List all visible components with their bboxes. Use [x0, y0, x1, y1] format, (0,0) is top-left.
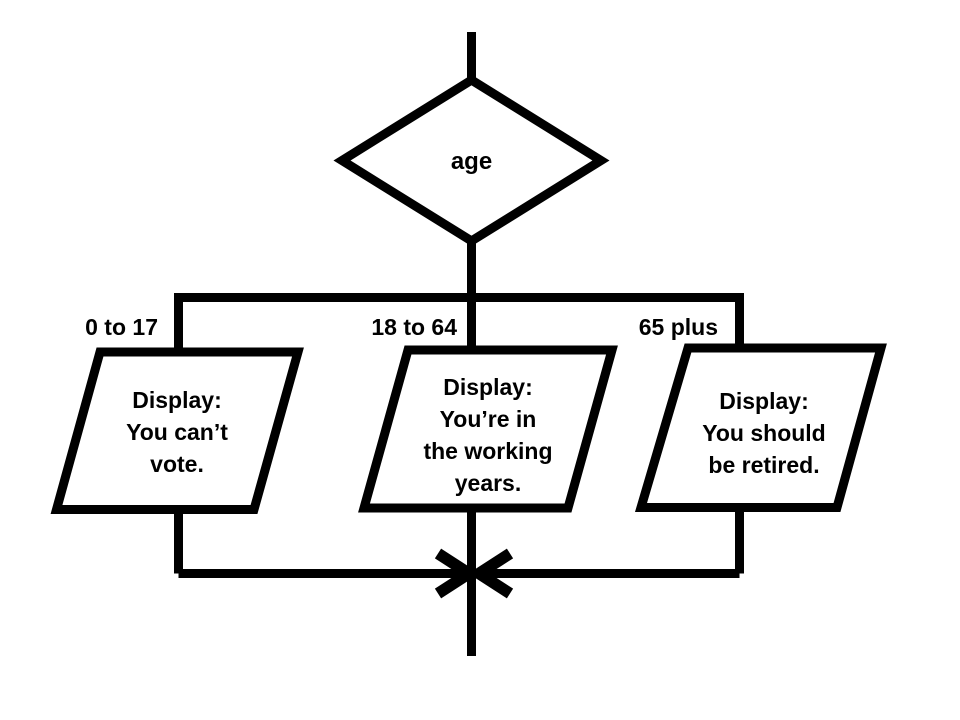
branch-label-0-to-17: 0 to 17: [85, 314, 158, 340]
merge-arrow-right-icon: [468, 548, 514, 599]
parallelogram-middle-shape: [358, 345, 618, 513]
branch-label-65-plus: 65 plus: [638, 314, 718, 340]
decision-label: age: [450, 148, 493, 175]
output-text-cant-vote: Display: You can’t vote.: [126, 387, 228, 477]
branch-rail: [174, 293, 744, 354]
parallelogram-left-shape: [50, 347, 304, 514]
output-text-retired: Display: You should be retired.: [702, 388, 826, 478]
branch-label-18-to-64: 18 to 64: [371, 314, 457, 340]
output-text-working-years: Display: You’re in the working years.: [423, 374, 553, 496]
decision-diamond-shape: [333, 74, 610, 247]
parallelogram-right-shape: [634, 343, 887, 512]
